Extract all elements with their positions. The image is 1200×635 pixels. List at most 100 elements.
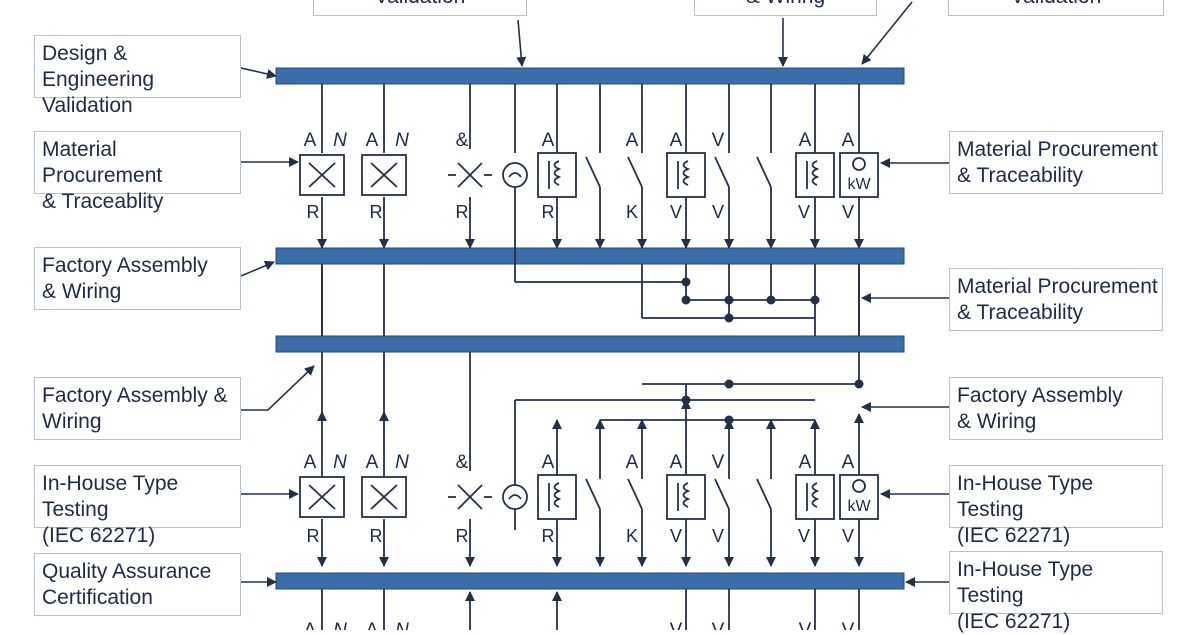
- left-label-factory-assembly: Factory Assembly & Wiring: [34, 247, 241, 310]
- feeder-10-lower-switch-blade: [756, 478, 772, 510]
- feeder-8-upper-ct-box: [666, 152, 706, 198]
- feeder-11-lower-ct-box: [795, 474, 835, 520]
- upper-top-letter: V: [712, 130, 725, 151]
- feeder-4-lower-vt-wave: [508, 494, 522, 500]
- feeder-4-lower-vt-circle: [502, 484, 528, 510]
- bottom-letter: V: [842, 620, 855, 630]
- feeder-12-upper-meter-label: kW: [847, 176, 871, 193]
- lower-top-letter: N: [333, 452, 347, 473]
- right-label-factory-assembly: Factory Assembly & Wiring: [949, 377, 1163, 440]
- busbar-3: [275, 335, 905, 353]
- leader-left-4: [241, 365, 315, 411]
- top-label-2: & Wiring: [694, 0, 877, 16]
- lower-mesh-junction: [681, 395, 691, 405]
- lower-mesh-junction: [724, 415, 734, 425]
- feeder-11-lower-ct-coil: [811, 482, 820, 508]
- lower-mesh-junction: [854, 379, 864, 389]
- lower-top-letter: V: [712, 452, 725, 473]
- upper-bottom-letter: V: [712, 202, 724, 222]
- lower-top-letter: A: [842, 452, 855, 473]
- upper-bottom-letter: R: [542, 202, 555, 222]
- busbars: [275, 67, 905, 590]
- feeder-10-upper-switch-blade: [756, 156, 772, 188]
- upper-top-letter: A: [799, 130, 812, 151]
- mesh-junction: [810, 295, 820, 305]
- lower-top-letter: A: [626, 452, 639, 473]
- lower-bottom-letter: V: [798, 526, 810, 546]
- feeder-6-upper-switch-blade: [585, 156, 601, 188]
- left-label-type-testing: In-House Type Testing (IEC 62271): [34, 465, 241, 547]
- upper-top-letter: A: [542, 130, 555, 151]
- busbar-2: [275, 247, 905, 265]
- upper-top-letter: A: [366, 130, 379, 151]
- upper-bottom-letter: R: [456, 202, 469, 222]
- feeder-8-lower-ct-box: [666, 474, 706, 520]
- feeder-8-upper-ct-coil: [682, 160, 691, 186]
- lower-top-letter: N: [395, 452, 409, 473]
- lower-bottom-letter: V: [712, 526, 724, 546]
- right-label-type-testing: In-House Type Testing (IEC 62271): [949, 465, 1163, 547]
- feeder-12-lower-meter-dial: [852, 479, 866, 493]
- lower-bottom-letter: V: [670, 526, 682, 546]
- upper-top-letter: N: [395, 130, 409, 151]
- lower-bottom-letter: K: [626, 526, 638, 546]
- upper-bottom-letter: R: [307, 202, 320, 222]
- leader-top-3: [861, 1, 913, 65]
- feeder-2-lower-breaker-box: [361, 476, 407, 518]
- upper-bottom-letter: R: [370, 202, 383, 222]
- upper-top-letter: N: [333, 130, 347, 151]
- feeder-2-lower-breaker-cross: [370, 484, 398, 510]
- upper-top-letter: A: [304, 130, 317, 151]
- bottom-letter: V: [799, 620, 812, 630]
- left-label-material-procurement: Material Procurement & Traceablity: [34, 131, 241, 213]
- leader-left-1: [240, 67, 277, 79]
- bottom-letter: N: [333, 620, 347, 630]
- feeder-3-lower-disconnector: [457, 484, 483, 510]
- bottom-letter: A: [304, 620, 317, 630]
- leader-top-1: [516, 19, 527, 67]
- lower-bottom-letter: V: [842, 526, 854, 546]
- lower-bottom-letter: R: [307, 526, 320, 546]
- left-label-design-engineering: Design & Engineering Validation: [34, 35, 241, 117]
- feeder-12-lower-meter-box: [839, 474, 879, 520]
- feeder-9-upper-switch-blade: [714, 156, 730, 188]
- lower-top-letter: A: [366, 452, 379, 473]
- feeder-11-upper-ct-box: [795, 152, 835, 198]
- feeder-5-lower-ct-coil: [553, 482, 562, 508]
- junction-dots: [681, 277, 864, 425]
- feeder-2-upper-breaker-cross: [370, 162, 398, 188]
- feeder-8-lower-ct-coil: [682, 482, 691, 508]
- busbar-4: [275, 572, 905, 590]
- busbar-1: [275, 67, 905, 85]
- upper-top-letter: A: [670, 130, 683, 151]
- top-label-1: Validation: [313, 0, 527, 16]
- leader-left-3: [240, 260, 275, 277]
- left-label-quality-assurance: Quality Assurance Certification: [34, 553, 241, 616]
- feeder-5-lower-ct-box: [537, 474, 577, 520]
- right-label-type-testing-2: In-House Type Testing (IEC 62271): [949, 551, 1163, 633]
- upper-bottom-letter: K: [626, 202, 638, 222]
- feeder-4-upper-vt-wave: [508, 172, 522, 178]
- mesh-junction: [766, 295, 776, 305]
- feeder-11-upper-ct-coil: [811, 160, 820, 186]
- mesh-junction: [724, 313, 734, 323]
- feeder-4-upper-vt-circle: [502, 162, 528, 188]
- feeder-1-upper-breaker-box: [299, 154, 345, 196]
- lower-top-letter: A: [542, 452, 555, 473]
- upper-bottom-letter: V: [842, 202, 854, 222]
- bottom-letter: A: [366, 620, 379, 630]
- mesh-junction: [681, 277, 691, 287]
- feeder-3-upper-disconnector: [457, 162, 483, 188]
- mesh-junction: [724, 295, 734, 305]
- feeder-2-upper-breaker-box: [361, 154, 407, 196]
- right-label-material-procurement: Material Procurement & Traceability: [949, 131, 1163, 194]
- feeder-1-lower-breaker-box: [299, 476, 345, 518]
- upper-top-letter: &: [456, 130, 469, 151]
- mesh-junction: [681, 295, 691, 305]
- bottom-letter: N: [395, 620, 409, 630]
- lower-bottom-letter: R: [542, 526, 555, 546]
- feeder-6-lower-switch-blade: [585, 478, 601, 510]
